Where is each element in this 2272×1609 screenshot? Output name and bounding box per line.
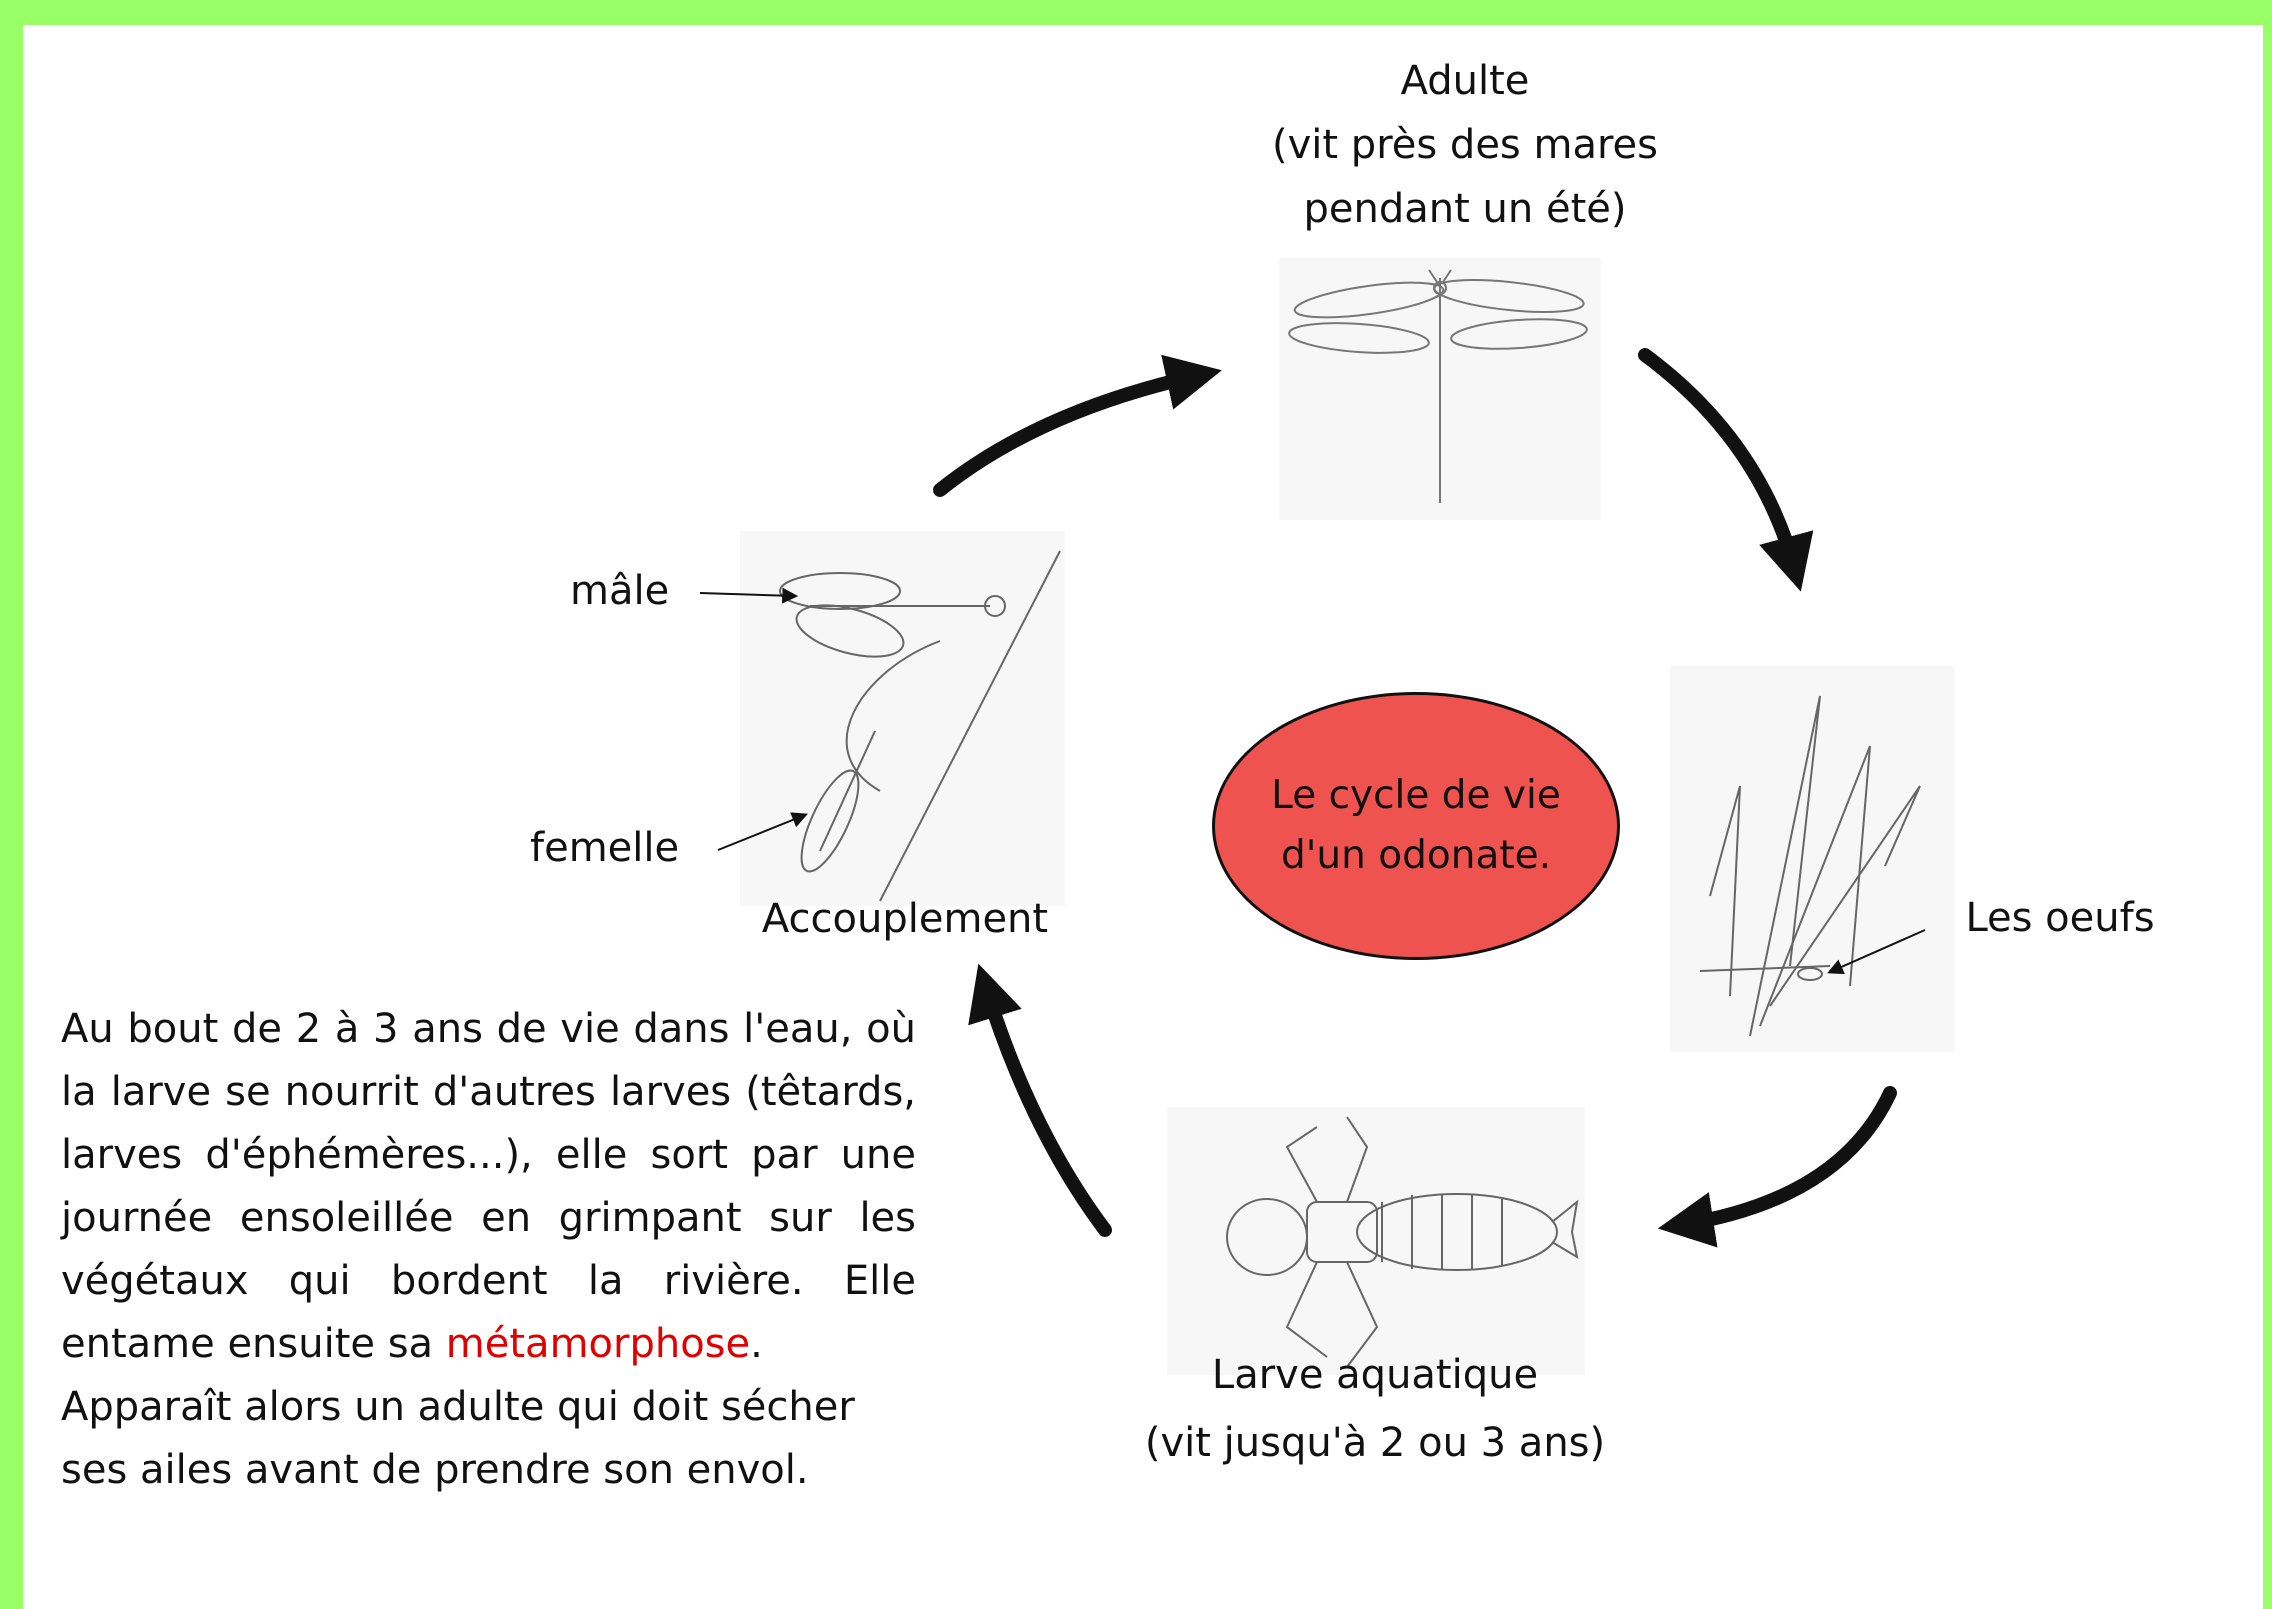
reed-sketch [1699,695,1921,1037]
description-text-part2: Apparaît alors un adulte qui doit sécher… [61,1384,855,1493]
adult-title: Adulte [1400,58,1530,104]
male-label: mâle [570,568,670,614]
eggs-caption: Les oeufs [1965,895,2155,941]
mating-drawing [740,531,1065,906]
description-paragraph: Au bout de 2 à 3 ans de vie dans l'eau, … [61,998,916,1502]
adult-dragonfly-drawing [1279,258,1601,520]
larva-drawing [1167,1107,1585,1375]
mating-caption: Accouplement [761,896,1049,942]
cycle-title-text: Le cycle de vie d'un odonate. [1271,773,1561,878]
metamorphose-highlight: métamorphose [445,1321,751,1367]
description-period: . [750,1321,763,1367]
eggs-drawing [1670,666,1955,1052]
mating-sketch [779,550,1061,902]
female-label: femelle [530,825,680,871]
larva-subtitle: (vit jusqu'à 2 ou 3 ans) [1144,1420,1606,1466]
adult-subtitle-line2: pendant un été) [1303,186,1627,232]
dragonfly-sketch [1288,269,1588,503]
larva-sketch [1226,1116,1579,1368]
adult-subtitle-line1: (vit près des mares [1272,122,1658,168]
larva-title: Larve aquatique [1211,1352,1539,1398]
description-text-part1: Au bout de 2 à 3 ans de vie dans l'eau, … [61,1006,916,1367]
cycle-title-ellipse: Le cycle de vie d'un odonate. [1212,692,1620,960]
